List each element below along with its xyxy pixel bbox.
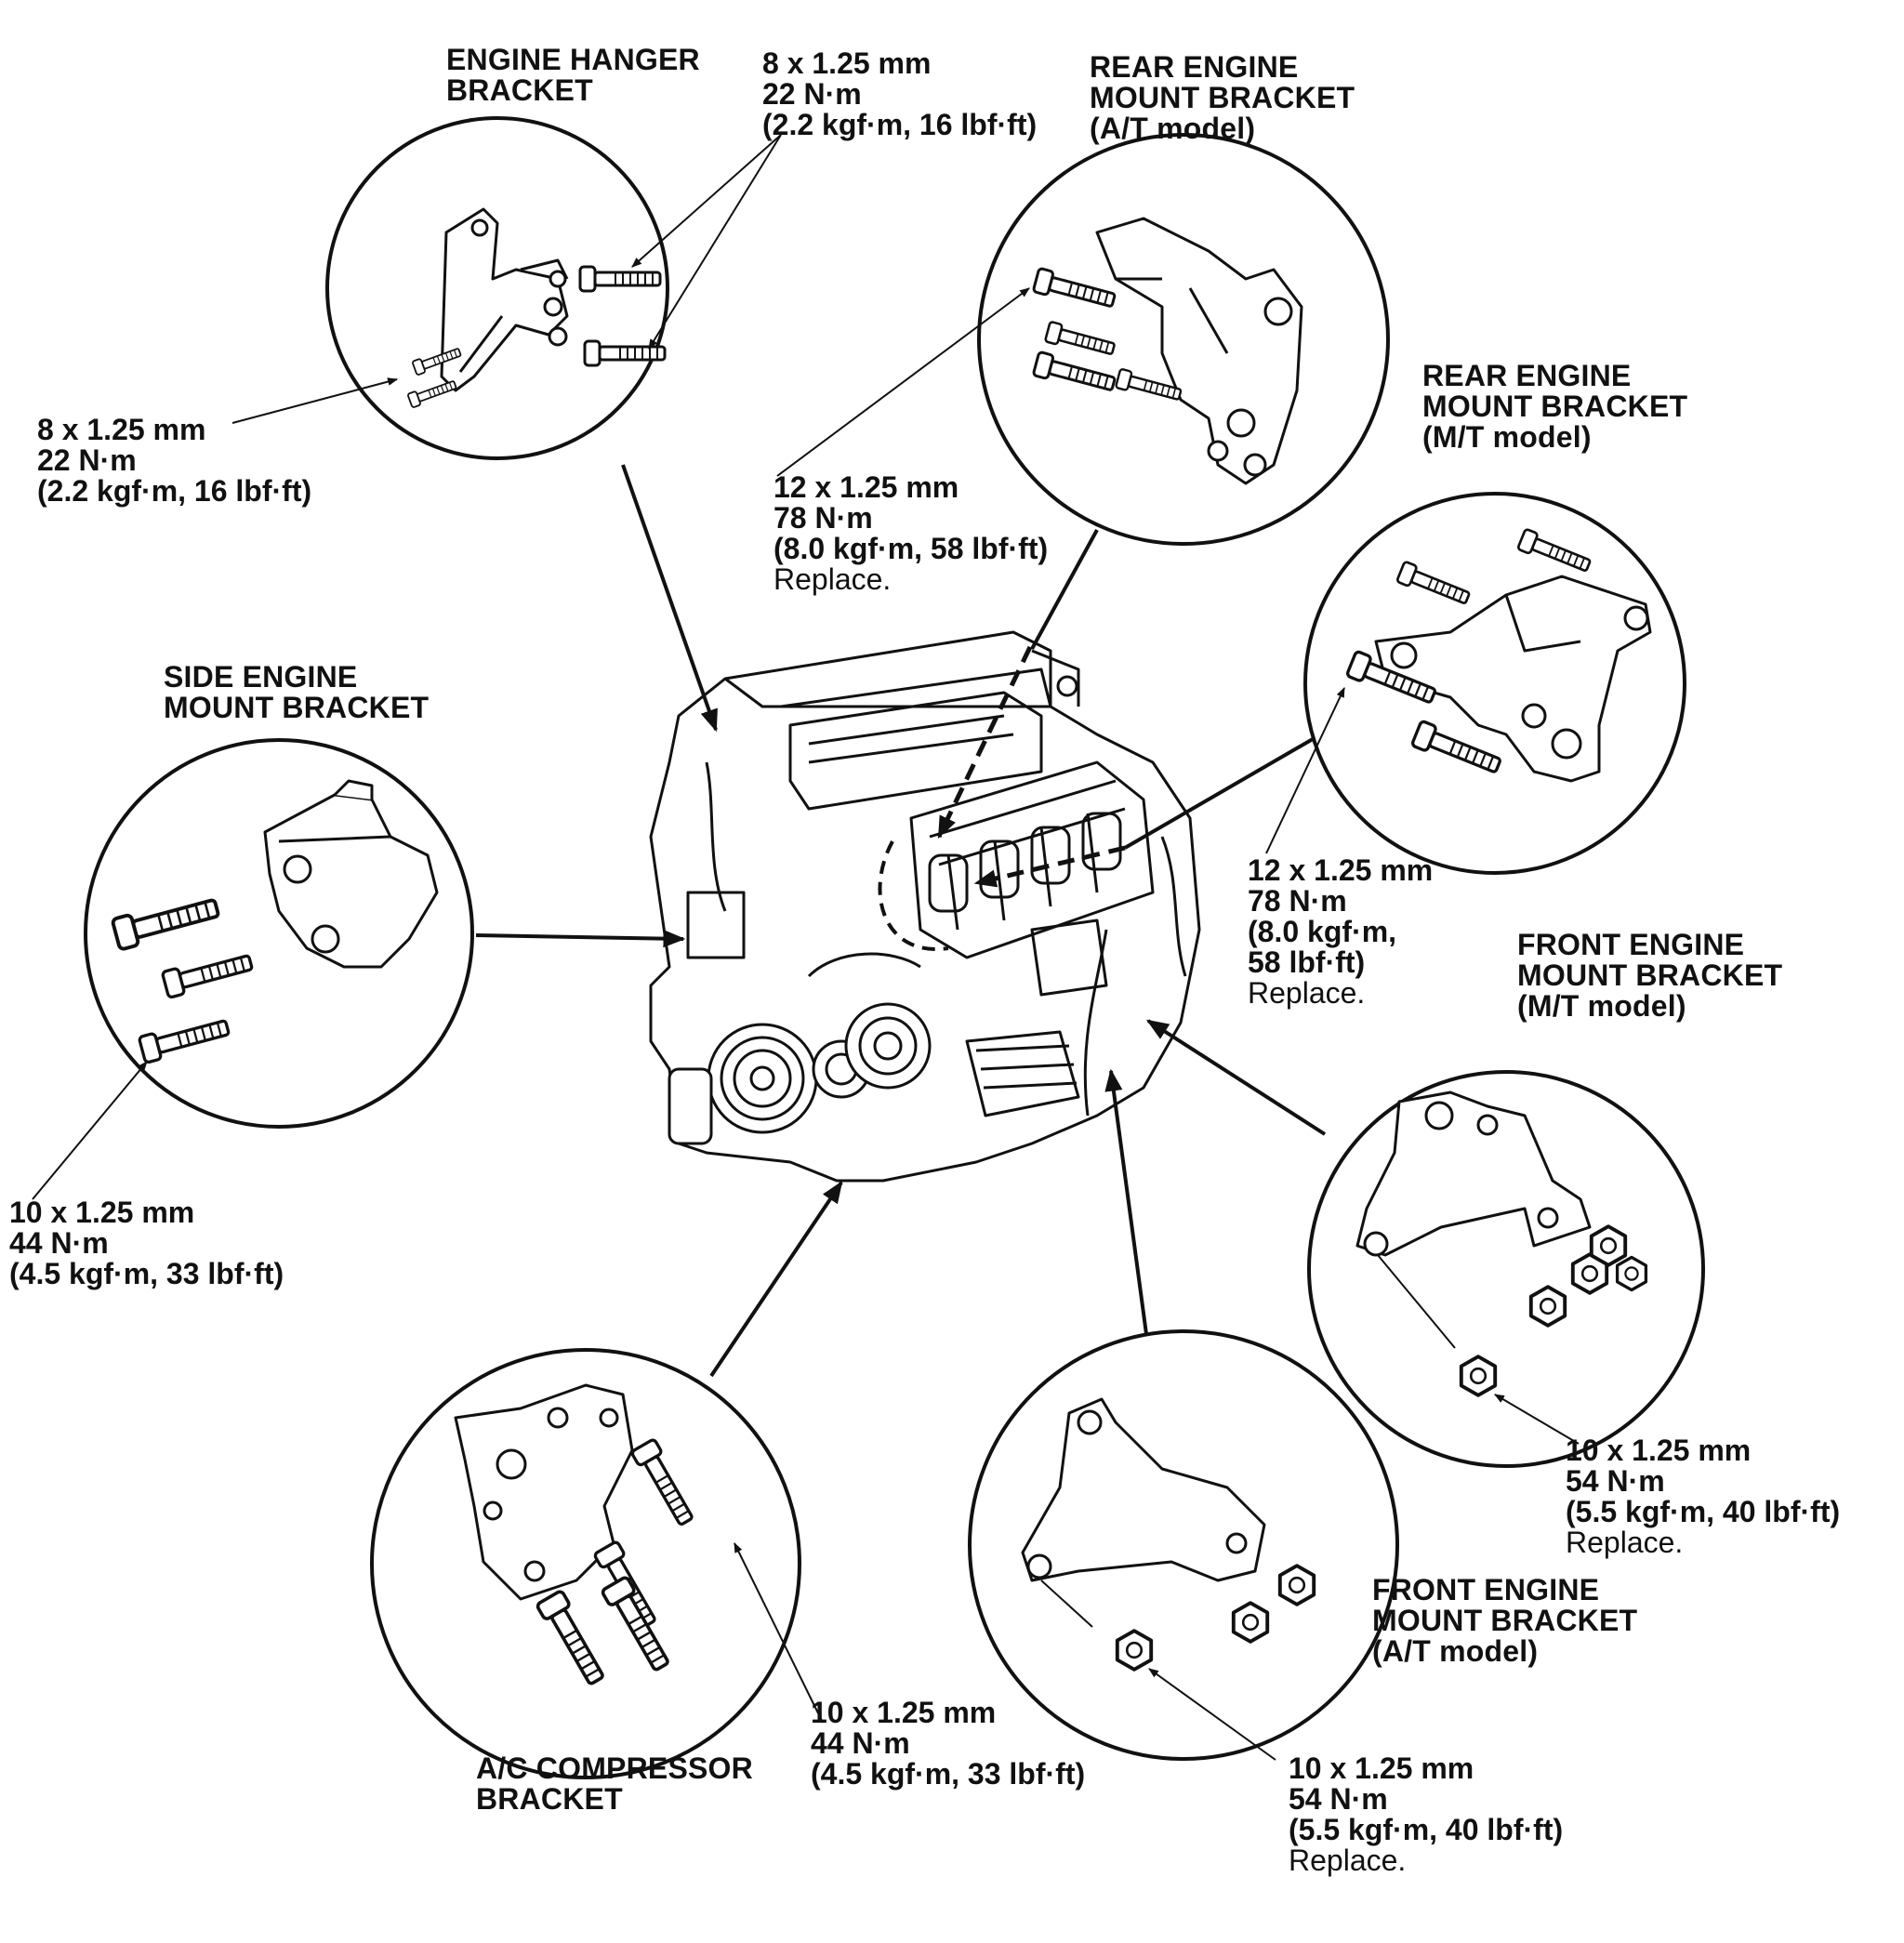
label-line: FRONT ENGINE [1517, 928, 1745, 961]
torque-alt: (2.2 kgf·m, 16 lbf·ft) [762, 108, 1038, 141]
ac-bolt-leader [734, 1542, 824, 1724]
ac-bracket-label: A/C COMPRESSOR BRACKET [476, 1753, 753, 1815]
bolt-size: 8 x 1.25 mm [762, 46, 932, 80]
side-bolt-spec: 10 x 1.25 mm 44 N·m (4.5 kgf·m, 33 lbf·f… [9, 1197, 284, 1289]
side-to-engine-arrow [475, 930, 686, 948]
side-mount-label: SIDE ENGINE MOUNT BRACKET [164, 662, 429, 723]
label-line: MOUNT BRACKET [1517, 958, 1783, 992]
rear-mount-mt-label: REAR ENGINE MOUNT BRACKET (M/T model) [1422, 361, 1687, 453]
rear-mt-bolt-leader [1265, 687, 1345, 854]
torque-nm: 78 N·m [1248, 884, 1347, 918]
label-line: (A/T model) [1372, 1634, 1539, 1668]
torque-nm: 22 N·m [37, 443, 137, 477]
label-line: FRONT ENGINE [1372, 1573, 1600, 1606]
bolt-size: 10 x 1.25 mm [9, 1196, 195, 1229]
replace-note: Replace. [1289, 1844, 1407, 1877]
front-mt-bracket-illustration [1355, 1090, 1648, 1397]
label-line: REAR ENGINE [1090, 50, 1299, 84]
label-leaders [32, 134, 1580, 1761]
torque-nm: 54 N·m [1289, 1782, 1388, 1816]
label-line: A/C COMPRESSOR [476, 1751, 753, 1785]
bolt-size: 8 x 1.25 mm [37, 413, 206, 446]
front-mount-at-label: FRONT ENGINE MOUNT BRACKET (A/T model) [1372, 1575, 1637, 1667]
front-at-bolt-leader [1148, 1668, 1276, 1761]
bolt-size: 10 x 1.25 mm [811, 1696, 997, 1729]
label-line: MOUNT BRACKET [164, 691, 430, 724]
label-line: MOUNT BRACKET [1090, 81, 1355, 114]
hanger-bolt-spec-top: 8 x 1.25 mm 22 N·m (2.2 kgf·m, 16 lbf·ft… [762, 48, 1037, 140]
rear-at-bolt-spec: 12 x 1.25 mm 78 N·m (8.0 kgf·m, 58 lbf·f… [774, 472, 1048, 595]
rear-mount-at-label: REAR ENGINE MOUNT BRACKET (A/T model) [1090, 52, 1355, 144]
engine-hanger-bracket-illustration [406, 207, 667, 409]
front-at-bolt-spec: 10 x 1.25 mm 54 N·m (5.5 kgf·m, 40 lbf·f… [1289, 1753, 1563, 1876]
ac-bolt-spec: 10 x 1.25 mm 44 N·m (4.5 kgf·m, 33 lbf·f… [811, 1698, 1085, 1790]
side-bolt-leader [32, 1061, 148, 1200]
torque-alt: (8.0 kgf·m, 58 lbf·ft) [774, 532, 1049, 565]
torque-alt: (4.5 kgf·m, 33 lbf·ft) [9, 1257, 284, 1290]
torque-alt: (2.2 kgf·m, 16 lbf·ft) [37, 474, 312, 508]
rear-mt-bolt-spec: 12 x 1.25 mm 78 N·m (8.0 kgf·m, 58 lbf·f… [1248, 855, 1433, 1009]
torque-nm: 78 N·m [774, 501, 873, 535]
ac-to-engine-arrow [709, 1181, 843, 1378]
replace-note: Replace. [1248, 976, 1366, 1010]
rear-at-to-engine-line [1030, 529, 1099, 650]
torque-alt: 58 lbf·ft) [1248, 945, 1366, 979]
engine-block-illustration [649, 630, 1201, 1183]
label-line: BRACKET [446, 73, 593, 107]
bolt-size: 10 x 1.25 mm [1566, 1434, 1752, 1467]
hanger-to-engine-arrow [621, 464, 718, 733]
bolt-size: 12 x 1.25 mm [774, 470, 959, 504]
label-line: ENGINE HANGER [446, 43, 700, 76]
side-bracket-illustration [110, 779, 439, 1065]
front-mt-bolt-spec: 10 x 1.25 mm 54 N·m (5.5 kgf·m, 40 lbf·f… [1566, 1435, 1840, 1558]
rear-at-dashed-leader [936, 645, 1033, 839]
engine-hanger-bracket-label: ENGINE HANGER BRACKET [446, 45, 700, 106]
bolt-size: 12 x 1.25 mm [1248, 853, 1434, 887]
hanger-top-leader-2 [648, 134, 782, 350]
rear-mt-to-engine-line [1123, 737, 1315, 850]
front-at-to-engine-arrow [1104, 1068, 1148, 1335]
label-line: MOUNT BRACKET [1422, 390, 1688, 423]
rear-dashed-loop [878, 840, 949, 951]
front-mt-bolt-leader [1494, 1394, 1580, 1445]
label-line: SIDE ENGINE [164, 660, 358, 694]
front-mt-to-engine-arrow [1145, 1019, 1327, 1136]
front-at-bracket-illustration [1021, 1397, 1316, 1672]
torque-alt: (4.5 kgf·m, 33 lbf·ft) [811, 1757, 1086, 1791]
torque-nm: 22 N·m [762, 77, 862, 111]
label-line: (A/T model) [1090, 112, 1256, 145]
rear-at-bolt-leader [776, 287, 1030, 477]
hanger-bolt-spec-left: 8 x 1.25 mm 22 N·m (2.2 kgf·m, 16 lbf·ft… [37, 415, 311, 507]
rear-at-bracket-illustration [1031, 217, 1303, 485]
hanger-top-leader-1 [631, 134, 782, 268]
torque-nm: 44 N·m [9, 1226, 109, 1260]
bolt-size: 10 x 1.25 mm [1289, 1751, 1474, 1785]
front-mount-mt-label: FRONT ENGINE MOUNT BRACKET (M/T model) [1517, 930, 1782, 1022]
torque-nm: 44 N·m [811, 1726, 910, 1760]
hanger-left-leader [231, 377, 399, 424]
rear-mt-bracket-illustration [1344, 527, 1652, 783]
label-line: (M/T model) [1517, 989, 1686, 1023]
torque-alt: (5.5 kgf·m, 40 lbf·ft) [1289, 1813, 1564, 1846]
label-line: (M/T model) [1422, 420, 1592, 454]
label-line: MOUNT BRACKET [1372, 1604, 1638, 1637]
replace-note: Replace. [774, 562, 892, 596]
connector-leaders [475, 464, 1327, 1378]
replace-note: Replace. [1566, 1526, 1684, 1559]
label-line: REAR ENGINE [1422, 359, 1632, 392]
torque-alt: (5.5 kgf·m, 40 lbf·ft) [1566, 1495, 1841, 1528]
torque-alt: (8.0 kgf·m, [1248, 915, 1397, 948]
ac-bracket-illustration [454, 1383, 700, 1690]
torque-nm: 54 N·m [1566, 1464, 1665, 1498]
label-line: BRACKET [476, 1782, 623, 1816]
